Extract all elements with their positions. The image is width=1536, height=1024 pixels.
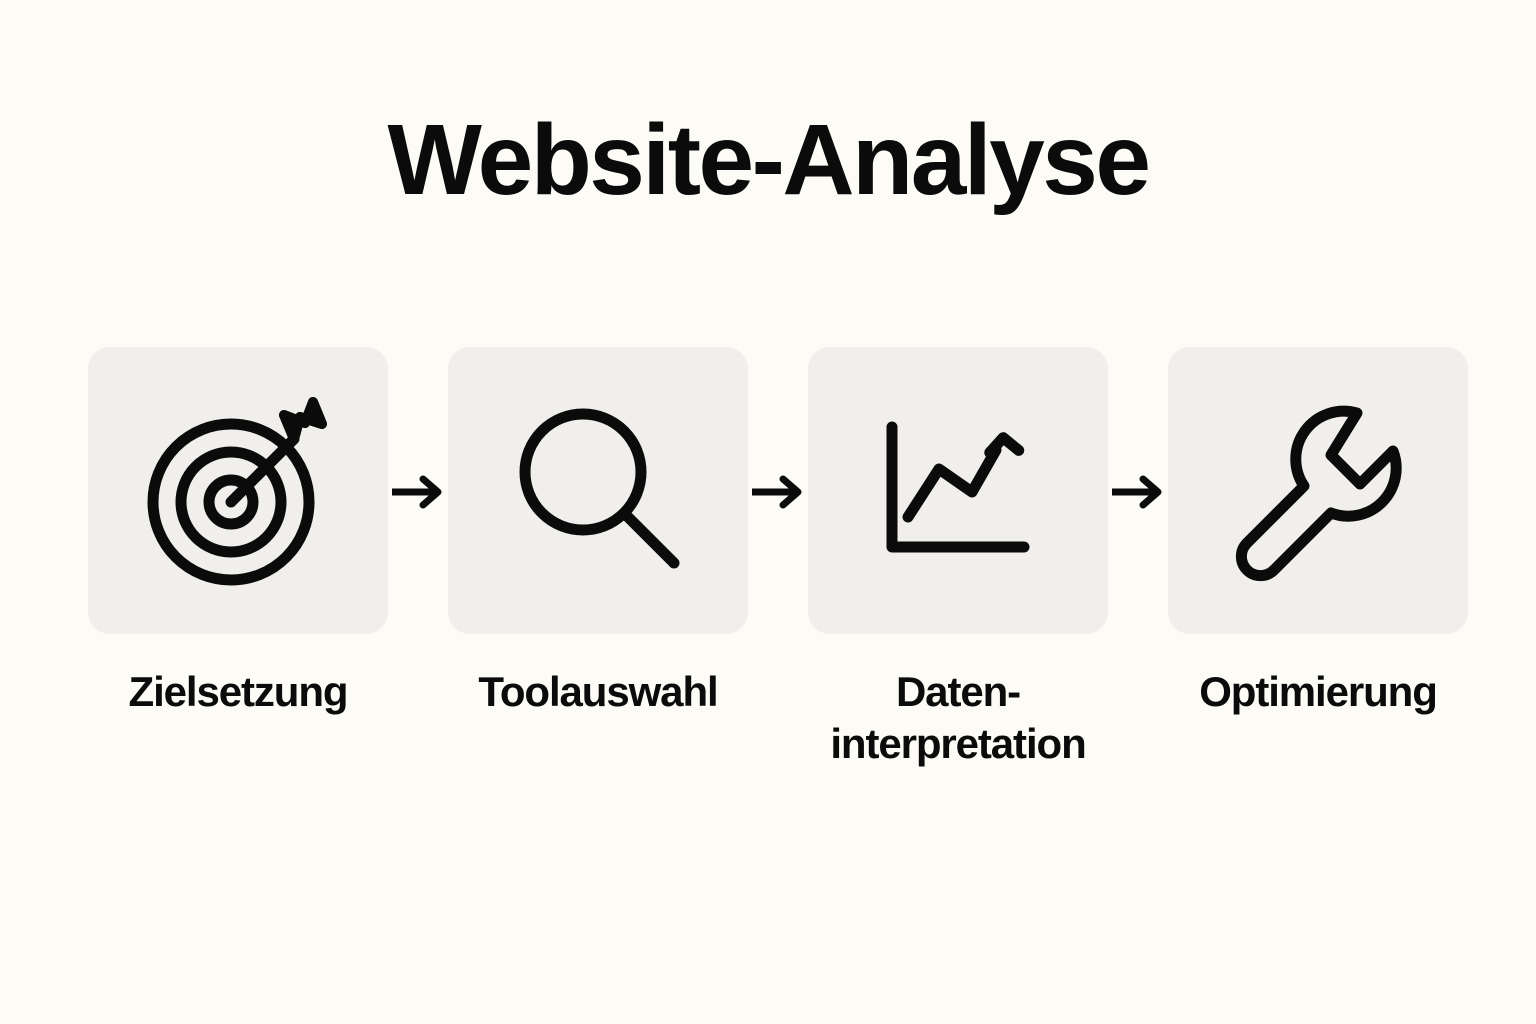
arrow-right-icon	[752, 475, 802, 508]
flow-step-toolauswahl[interactable]: Toolauswahl	[448, 347, 748, 718]
icon-card-toolauswahl	[448, 347, 748, 634]
magnifying-glass-icon	[519, 408, 680, 568]
icon-card-dateninterpretation	[808, 347, 1108, 634]
target-arrow-icon	[147, 396, 327, 585]
flow-step-label: Zielsetzung	[128, 668, 349, 715]
flow-step-dateninterpretation[interactable]: Daten-interpretation	[808, 347, 1108, 770]
page-title: Website-Analyse	[387, 104, 1151, 216]
flow-connector-2	[748, 347, 808, 634]
flow-step-label: Daten-interpretation	[830, 668, 1086, 768]
wrench-icon	[1235, 405, 1402, 581]
flow-step-zielsetzung[interactable]: Zielsetzung	[88, 347, 388, 718]
flow-connector-1	[388, 347, 448, 634]
flow-step-optimierung[interactable]: Optimierung	[1168, 347, 1468, 718]
arrow-right-icon	[392, 475, 442, 508]
icon-card-zielsetzung	[88, 347, 388, 634]
arrow-right-icon	[1112, 475, 1162, 508]
line-chart-growth-icon	[886, 421, 1030, 552]
icon-card-optimierung	[1168, 347, 1468, 634]
flow-step-label: Optimierung	[1199, 668, 1438, 715]
flow-step-label: Toolauswahl	[478, 668, 718, 715]
flow-connector-3	[1108, 347, 1168, 634]
process-flow: Zielsetzung Toolauswahl	[88, 347, 1468, 770]
